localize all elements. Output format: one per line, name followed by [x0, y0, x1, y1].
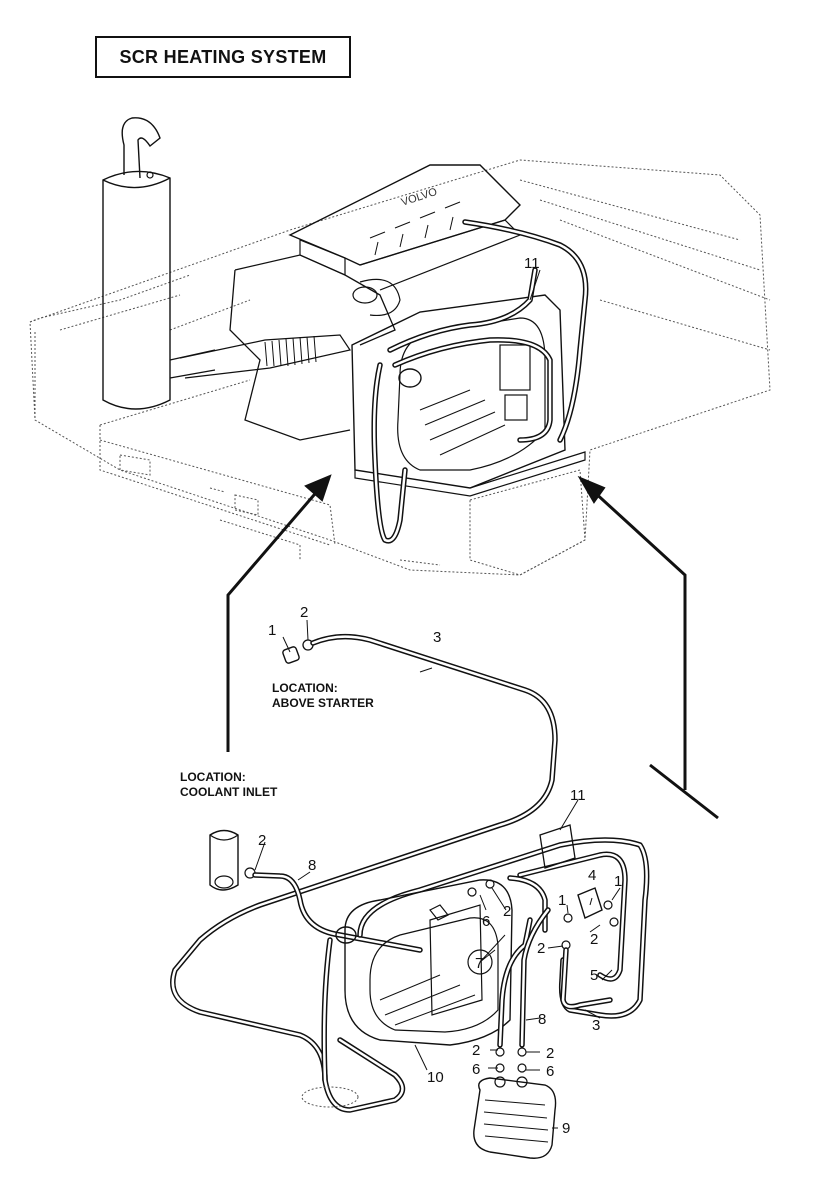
- callout-2-mid: 2: [503, 903, 511, 920]
- location-above-starter: LOCATION: ABOVE STARTER: [272, 681, 374, 711]
- location-starter-line2: ABOVE STARTER: [272, 696, 374, 710]
- leader-lines: [254, 269, 621, 1129]
- turbo-pipe: [179, 334, 351, 379]
- callout-6-left: 6: [482, 913, 490, 930]
- callout-2-coolant: 2: [258, 832, 266, 849]
- coolant-inlet-fitting: [209, 829, 256, 891]
- diagram-title-box: SCR HEATING SYSTEM: [95, 36, 351, 78]
- hose-8-coolant: [252, 872, 423, 953]
- callout-2-top: 2: [300, 604, 308, 621]
- hose-3-right: [560, 947, 613, 1010]
- pump-lines-8: [497, 907, 551, 1048]
- callout-labels: 11 1 2 3 2 8 11 6 2 4 1 1 2 2 7 5 3 8 2 …: [258, 255, 622, 1137]
- hose-3-main: [170, 633, 558, 1083]
- callout-6-pump-left: 6: [472, 1061, 480, 1078]
- chassis-frame: [29, 159, 771, 576]
- callout-8-bottom: 8: [538, 1011, 546, 1028]
- callout-3-right: 3: [592, 1017, 600, 1034]
- callout-2-valve: 2: [537, 940, 545, 957]
- starter-fitting: [282, 639, 314, 664]
- top-hose-routing: [371, 219, 589, 544]
- callout-6-pump-right: 6: [546, 1063, 554, 1080]
- engine-block: VOLVO: [229, 164, 522, 441]
- arrow-to-def-tank: [577, 475, 719, 820]
- callout-1-top: 1: [268, 622, 276, 639]
- location-coolant-line1: LOCATION:: [180, 770, 246, 784]
- callout-5: 5: [590, 967, 598, 984]
- exhaust-stack: [102, 117, 216, 410]
- callout-3-top: 3: [433, 629, 441, 646]
- callout-9: 9: [562, 1120, 570, 1137]
- callout-1-valve: 1: [558, 892, 566, 909]
- arrow-to-coolant-inlet: [226, 474, 332, 752]
- callout-2-right: 2: [590, 931, 598, 948]
- callout-8-coolant: 8: [308, 857, 316, 874]
- location-coolant-line2: COOLANT INLET: [180, 785, 278, 799]
- callout-10: 10: [427, 1069, 444, 1086]
- callout-2-pump-left: 2: [472, 1042, 480, 1059]
- callout-1-right: 1: [614, 873, 622, 890]
- diagram-title: SCR HEATING SYSTEM: [119, 46, 327, 67]
- callout-4: 4: [588, 867, 596, 884]
- engine-brand-marking: VOLVO: [400, 186, 439, 209]
- callout-7: 7: [475, 955, 483, 972]
- def-tank-bottom: [335, 879, 513, 1046]
- pump-9: [473, 1076, 557, 1159]
- callout-11-bottom: 11: [570, 787, 586, 804]
- location-coolant-inlet: LOCATION: COOLANT INLET: [180, 770, 277, 800]
- location-starter-line1: LOCATION:: [272, 681, 338, 695]
- hose-11-loop: [301, 824, 650, 1113]
- callout-11-top: 11: [524, 255, 540, 272]
- callout-2-pump-right: 2: [546, 1045, 554, 1062]
